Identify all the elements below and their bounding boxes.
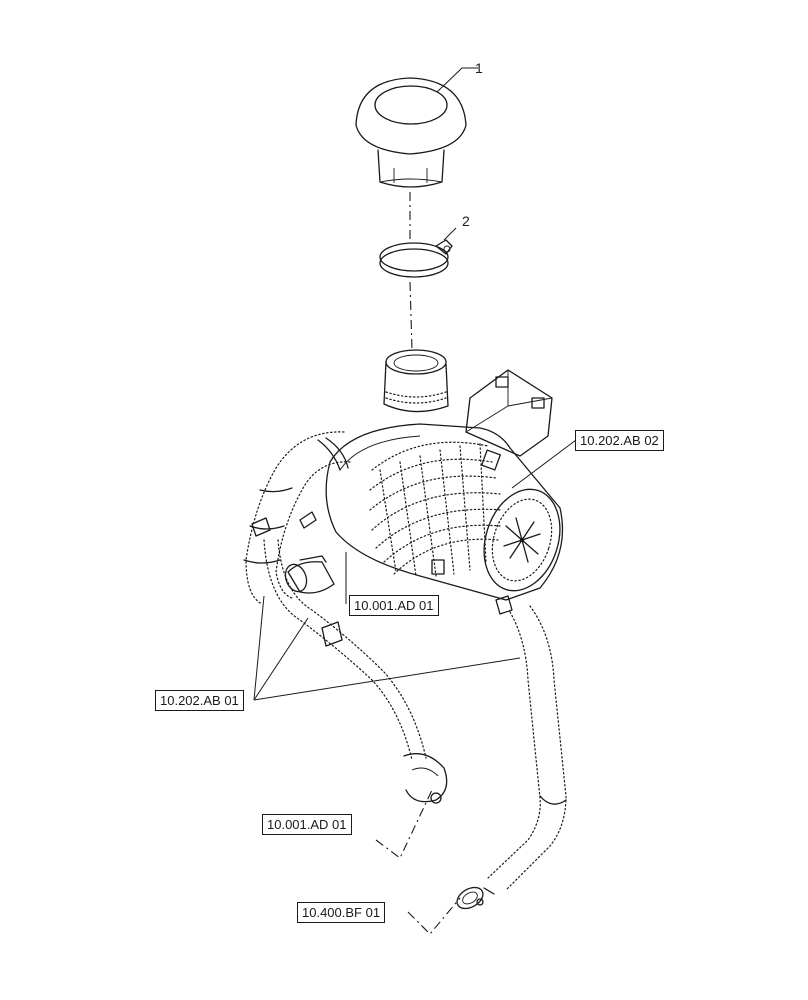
breather-pipe (263, 539, 448, 804)
ref-air-cleaner[interactable]: 10.202.AB 02 (575, 430, 664, 451)
reference-leaders (253, 439, 577, 935)
intake-elbow-hose (243, 431, 351, 605)
callout-2[interactable]: 2 (462, 213, 470, 229)
ref-intake-hose-upper[interactable]: 10.001.AD 01 (349, 595, 439, 616)
ref-intake-hose-lower[interactable]: 10.001.AD 01 (262, 814, 352, 835)
hose-clamp (379, 239, 453, 278)
ref-hoses-clamps[interactable]: 10.202.AB 01 (155, 690, 244, 711)
outlet-pipe (456, 605, 567, 910)
precleaner-cap (355, 77, 467, 188)
assembly-centerline (409, 192, 413, 351)
air-cleaner-assembly (325, 349, 564, 615)
ref-exhaust-outlet[interactable]: 10.400.BF 01 (297, 902, 386, 923)
callout-leaders (436, 67, 478, 241)
callout-1[interactable]: 1 (475, 60, 483, 76)
